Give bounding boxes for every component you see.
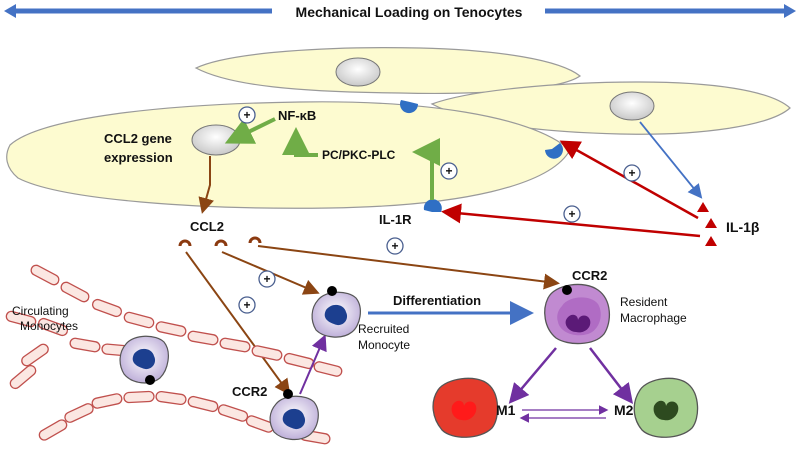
receptor-il1r bbox=[423, 199, 442, 212]
svg-text:+: + bbox=[391, 239, 398, 253]
arrow-monocyte-to-recruited bbox=[299, 334, 327, 395]
il1-receptors bbox=[400, 100, 563, 212]
plus-il1b-left: + bbox=[563, 205, 581, 223]
label-il1b: IL-1β bbox=[726, 219, 760, 235]
arrow-ccl2-to-ccr2-bottom bbox=[185, 251, 291, 396]
label-resident-1: Resident bbox=[620, 295, 668, 309]
plus-il1r: + bbox=[440, 162, 458, 180]
nucleus-right bbox=[609, 91, 655, 121]
tenocyte-cell-main bbox=[6, 101, 571, 209]
arrow-macrophage-to-m1 bbox=[508, 347, 557, 404]
label-ccl2-gene-1: CCL2 gene bbox=[104, 131, 172, 146]
label-circulating-2: Monocytes bbox=[20, 319, 78, 333]
arrow-pkc-to-nfkb bbox=[282, 127, 318, 157]
label-nfkb: NF-κB bbox=[278, 108, 316, 123]
label-ccr2-bottom: CCR2 bbox=[232, 384, 267, 399]
label-il1r: IL-1R bbox=[379, 212, 412, 227]
receptor-right-cell bbox=[545, 143, 563, 159]
plus-nfkb: + bbox=[238, 106, 256, 124]
plus-ccl2-recruited: + bbox=[258, 270, 276, 288]
arrow-ccl2-to-ccr2-top bbox=[257, 245, 560, 290]
arrow-macrophage-to-m2 bbox=[589, 347, 634, 404]
label-differentiation: Differentiation bbox=[393, 293, 481, 308]
m1-macrophage bbox=[432, 377, 499, 438]
recruited-monocyte bbox=[311, 286, 361, 338]
label-m1: M1 bbox=[496, 402, 516, 418]
svg-text:+: + bbox=[628, 166, 635, 180]
label-resident-2: Macrophage bbox=[620, 311, 687, 325]
tenocyte-cell-right bbox=[430, 81, 791, 135]
svg-text:+: + bbox=[263, 272, 270, 286]
plus-il1b-right: + bbox=[623, 164, 641, 182]
label-ccl2: CCL2 bbox=[190, 219, 224, 234]
circulating-monocyte bbox=[119, 335, 169, 385]
arrow-il1b-to-il1r bbox=[441, 203, 701, 238]
label-m2: M2 bbox=[614, 402, 634, 418]
label-circulating-1: Circulating bbox=[12, 304, 69, 318]
svg-text:+: + bbox=[243, 298, 250, 312]
resident-macrophage bbox=[544, 283, 610, 345]
label-ccr2-top: CCR2 bbox=[572, 268, 607, 283]
svg-text:+: + bbox=[243, 108, 250, 122]
receptor-top-cell bbox=[400, 100, 419, 114]
label-recruited-2: Monocyte bbox=[358, 338, 410, 352]
arrow-nfkb-to-gene bbox=[224, 117, 276, 144]
ccl2-chemokines bbox=[178, 236, 262, 247]
m2-macrophage bbox=[633, 377, 699, 438]
plus-ccl2-monocyte: + bbox=[238, 296, 256, 314]
blood-vessel-lower bbox=[38, 390, 331, 445]
plus-signs: + + + + + + + bbox=[238, 106, 641, 314]
tenocyte-cell-top bbox=[194, 47, 582, 95]
title-text: Mechanical Loading on Tenocytes bbox=[296, 4, 523, 20]
nucleus-top bbox=[335, 57, 381, 87]
monocyte-ccr2 bbox=[269, 389, 319, 441]
label-recruited-1: Recruited bbox=[358, 322, 409, 336]
arrow-gene-to-ccl2 bbox=[198, 156, 214, 214]
title-arrow bbox=[4, 4, 796, 18]
label-pkc: PC/PKC-PLC bbox=[322, 148, 396, 162]
arrow-nucleus-to-il1b bbox=[639, 121, 703, 199]
arrow-il1r-to-pkc bbox=[412, 138, 440, 200]
svg-text:+: + bbox=[445, 164, 452, 178]
plus-ccl2-ccr2: + bbox=[386, 237, 404, 255]
label-ccl2-gene-2: expression bbox=[104, 150, 173, 165]
il1b-triangles bbox=[697, 202, 717, 246]
svg-text:+: + bbox=[568, 207, 575, 221]
